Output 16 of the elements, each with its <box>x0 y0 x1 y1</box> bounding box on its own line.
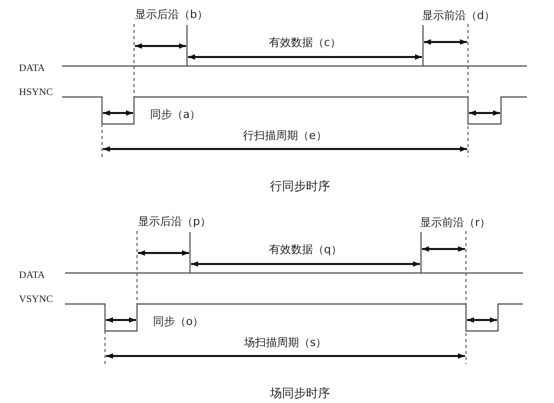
timing-label: 有效数据（q） <box>269 243 342 256</box>
timing-label: 有效数据（c） <box>269 36 342 49</box>
diagram-caption: 行同步时序 <box>270 180 330 193</box>
timing-label: 同步（a） <box>150 108 201 121</box>
timing-label: 场扫描周期（s） <box>244 336 327 349</box>
timing-label: 行扫描周期（e） <box>243 129 327 142</box>
timing-label: 同步（o） <box>153 315 204 328</box>
timing-label: 显示后沿（p） <box>138 215 211 228</box>
signal-name: DATA <box>19 269 45 282</box>
timing-label: 显示前沿（d） <box>422 9 495 22</box>
signal-name: HSYNC <box>19 86 53 99</box>
signal-name: DATA <box>19 62 45 75</box>
timing-label: 显示后沿（b） <box>135 8 208 21</box>
diagram-caption: 场同步时序 <box>270 387 330 400</box>
signal-name: VSYNC <box>19 293 53 306</box>
timing-label: 显示前沿（r） <box>420 216 491 229</box>
